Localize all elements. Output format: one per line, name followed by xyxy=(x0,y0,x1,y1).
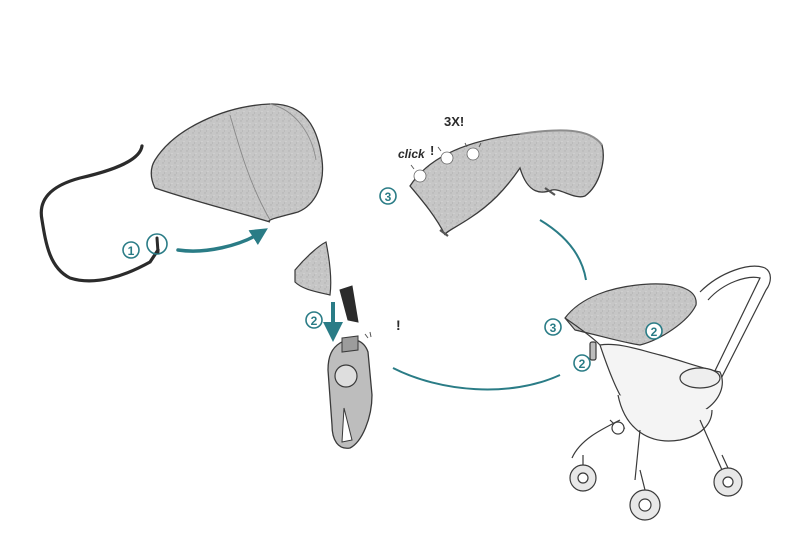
step-2-badge: 2 xyxy=(306,312,322,328)
snap-button-1 xyxy=(414,170,426,182)
stroller-step-2-number-left: 2 xyxy=(579,357,586,371)
stroller-badge-2-right: 2 xyxy=(646,323,662,339)
clip-knob xyxy=(335,365,357,387)
stroller-step-2-number-right: 2 xyxy=(651,325,658,339)
step-3-group: click ! 3X! 3 xyxy=(380,114,603,280)
stroller-badge-3: 3 xyxy=(545,319,561,335)
connector-step-3-to-stroller xyxy=(540,220,586,280)
step-3-number: 3 xyxy=(385,190,392,204)
step-2-group: 2 ! xyxy=(295,242,560,448)
drawstring-cord-icon xyxy=(41,146,158,281)
clip-exclaim: ! xyxy=(396,317,401,333)
canopy-open-icon xyxy=(410,130,603,235)
stroller-step-3-number: 3 xyxy=(550,321,557,335)
stroller-icon xyxy=(565,266,770,520)
step-1-group: 1 xyxy=(41,104,322,281)
cord-end-tip xyxy=(157,238,158,252)
step-1-number: 1 xyxy=(128,244,135,258)
repeat-label: 3X! xyxy=(444,114,464,129)
arrow-icon-step-1 xyxy=(178,232,262,251)
step-1-badge: 1 xyxy=(123,242,139,258)
click-label: click xyxy=(398,147,426,161)
strap-icon xyxy=(340,286,358,322)
stroller-canopy xyxy=(565,284,696,345)
click-exclaim: ! xyxy=(430,143,434,158)
connector-step-2-to-stroller xyxy=(393,368,560,389)
snap-button-2 xyxy=(441,152,453,164)
clip-top-tab xyxy=(342,336,358,352)
stroller-clip xyxy=(590,342,596,360)
click-spark xyxy=(365,332,371,338)
step-3-badge: 3 xyxy=(380,188,396,204)
canopy-edge-fragment xyxy=(295,242,331,295)
snap-button-3 xyxy=(467,148,479,160)
stroller-badge-2-left: 2 xyxy=(574,355,590,371)
canopy-flat-icon xyxy=(151,104,322,222)
step-2-number: 2 xyxy=(311,314,318,328)
